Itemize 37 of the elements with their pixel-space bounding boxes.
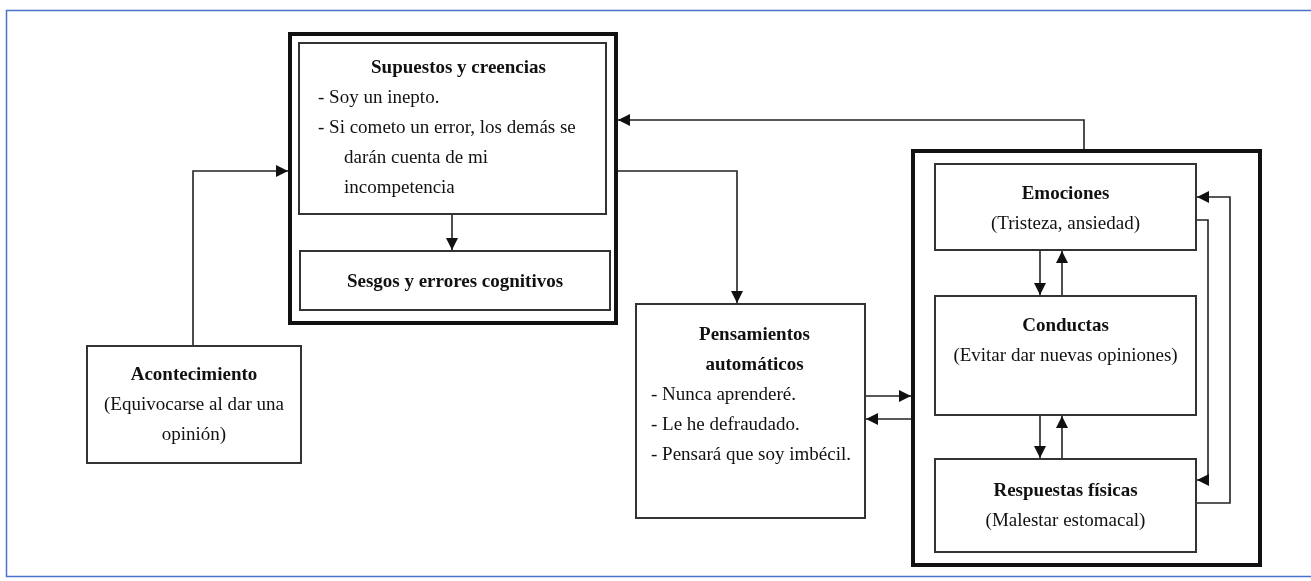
process-box [635,303,866,519]
list-item: - Si cometo un error, los demás se darán cuenta de mi incompetencia [318,115,577,199]
arrow [1196,219,1209,486]
arrow [1196,191,1231,504]
list-item: - Nunca aprenderé. [651,382,798,406]
process-box [298,42,607,215]
arrow [1034,415,1046,459]
box-text: (Evitar dar nuevas opiniones) [952,343,1179,367]
process-box [299,250,611,311]
arrow [617,114,1085,150]
box-heading: Conductas [1021,313,1110,337]
box-heading: Sesgos y errores cognitivos [345,269,565,293]
list-item: - Le he defraudado. [651,412,801,436]
box-text: (Malestar estomacal) [984,508,1147,532]
arrow [1034,250,1046,296]
group-box [911,149,1262,567]
box-heading: Emociones [1020,181,1111,205]
list-item: - Pensará que soy imbécil. [651,442,852,466]
box-text: (Tristeza, ansiedad) [989,211,1142,235]
list-item: - Soy un inepto. [318,85,441,109]
group-box [288,32,618,325]
box-heading: Supuestos y creencias [370,55,547,79]
process-box [934,458,1197,553]
box-heading: Respuestas físicas [992,478,1139,502]
process-box [934,163,1197,251]
arrow [865,413,912,425]
arrow [865,390,912,402]
box-text: (Equivocarse al dar una opinión) [103,392,285,446]
arrow [192,165,289,346]
arrow [617,170,743,304]
process-box [934,295,1197,416]
arrow [1056,250,1068,296]
arrow [1056,415,1068,459]
arrow [446,214,458,251]
box-heading: Acontecimiento [129,362,259,386]
box-heading: Pensamientos automáticos [698,322,811,376]
process-box [86,345,302,464]
